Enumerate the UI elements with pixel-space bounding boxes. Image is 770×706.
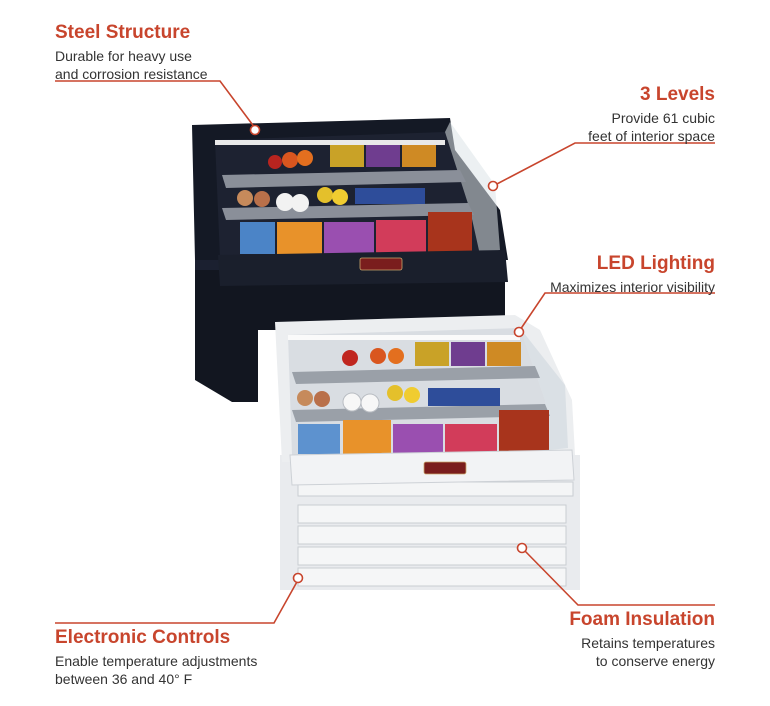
feature-title: Foam Insulation	[569, 609, 715, 630]
feature-description: Retains temperatures to conserve energy	[581, 635, 715, 669]
feature-led-lighting: LED Lighting Maximizes interior visibili…	[550, 253, 715, 296]
feature-description: Durable for heavy use and corrosion resi…	[55, 48, 208, 82]
feature-title: LED Lighting	[596, 253, 715, 274]
leader-levels	[487, 142, 715, 192]
leader-foam	[516, 542, 715, 606]
feature-foam-insulation: Foam Insulation Retains temperatures to …	[569, 609, 715, 670]
black-merchandiser	[192, 118, 508, 402]
feature-steel-structure: Steel Structure Durable for heavy use an…	[55, 22, 208, 83]
leader-led	[513, 292, 715, 338]
white-merchandiser	[275, 315, 580, 590]
feature-description: Maximizes interior visibility	[550, 279, 715, 295]
feature-description: Provide 61 cubic feet of interior space	[588, 110, 715, 144]
feature-3-levels: 3 Levels Provide 61 cubic feet of interi…	[588, 84, 715, 145]
leader-steel	[55, 80, 261, 136]
feature-electronic-controls: Electronic Controls Enable temperature a…	[55, 627, 257, 688]
feature-title: Steel Structure	[55, 22, 191, 43]
feature-title: 3 Levels	[640, 84, 715, 105]
feature-title: Electronic Controls	[55, 627, 231, 648]
feature-description: Enable temperature adjustments between 3…	[55, 653, 258, 687]
leader-controls	[55, 572, 304, 624]
